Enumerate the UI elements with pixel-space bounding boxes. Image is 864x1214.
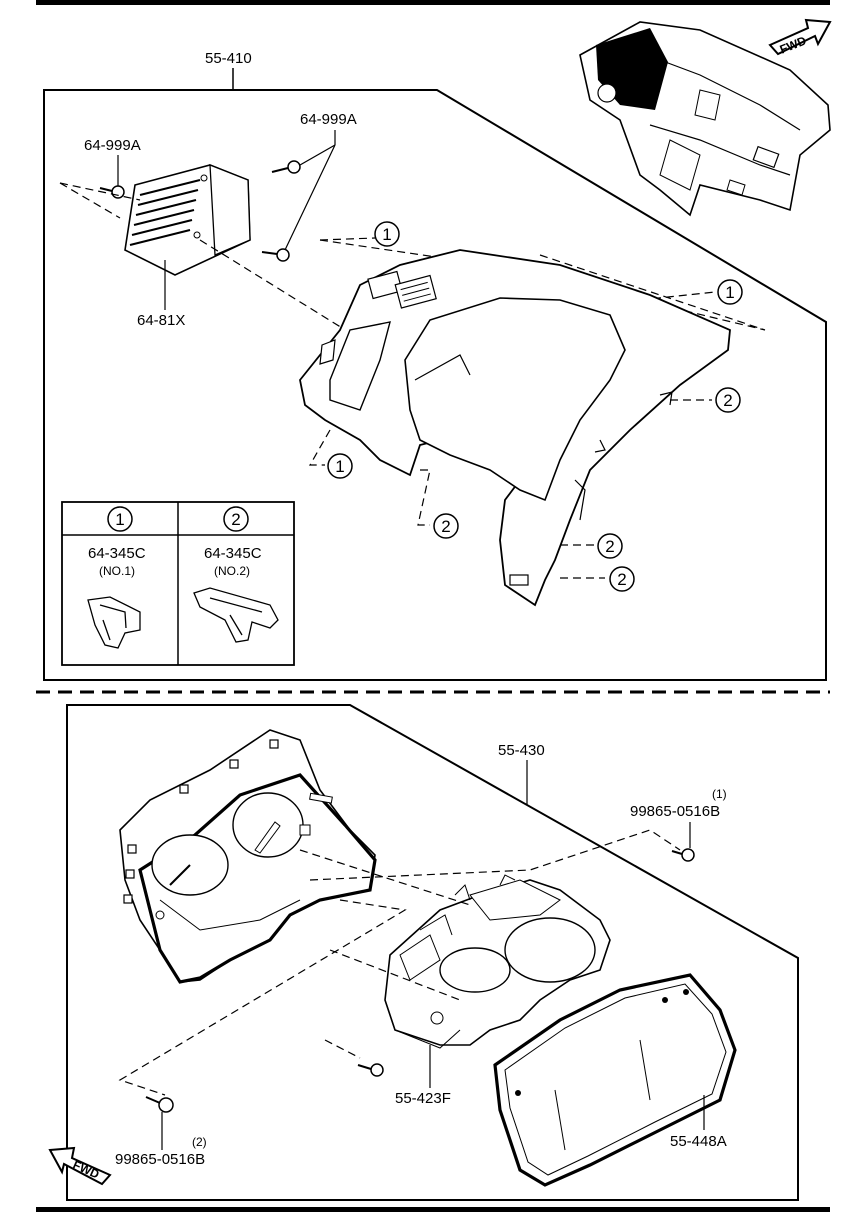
svg-text:2: 2 — [441, 517, 450, 536]
screw-icon — [261, 248, 290, 262]
meter-case — [384, 874, 611, 1049]
legend-col1-part: 64-345C — [88, 545, 146, 562]
meter-hood — [299, 249, 731, 607]
lower-assembly-label: 55-430 — [498, 742, 545, 759]
lower-section: 55-430 — [48, 704, 799, 1201]
dashboard-thumbnail — [579, 21, 831, 217]
meter-lens — [493, 973, 737, 1187]
lower-frame — [66, 704, 799, 1201]
svg-text:1: 1 — [725, 283, 734, 302]
legend-col1-sub: (NO.1) — [99, 564, 135, 578]
guide-lines-lower — [118, 829, 681, 1096]
screw-top-label: 99865-0516B — [630, 803, 720, 820]
screw-icon — [357, 1063, 384, 1077]
bottom-border — [36, 1207, 830, 1212]
svg-text:2: 2 — [723, 391, 732, 410]
callout-badge: 2 — [433, 513, 459, 539]
callout-badge: 1 — [717, 279, 743, 305]
legend-col2-part: 64-345C — [204, 545, 262, 562]
legend-col2-num: 2 — [231, 510, 240, 529]
legend-col1-num: 1 — [115, 510, 124, 529]
svg-text:2: 2 — [605, 537, 614, 556]
svg-text:1: 1 — [335, 457, 344, 476]
fwd-arrow-bottom: FWD — [48, 1146, 112, 1186]
upper-frame — [43, 89, 827, 681]
callout-badge: 1 — [374, 221, 400, 247]
switch-panel — [124, 164, 251, 276]
upper-section: 55-410 FWD 64-999A 64-999A — [43, 18, 832, 681]
clip-no2-icon — [193, 587, 279, 643]
fwd-arrow-top: FWD — [768, 18, 832, 57]
callout-badge: 2 — [715, 387, 741, 413]
callout-badge: 1 — [327, 453, 353, 479]
screw-icon — [271, 160, 301, 174]
upper-assembly-label: 55-410 — [205, 50, 252, 67]
svg-text:FWD: FWD — [71, 1158, 102, 1182]
clip-no1-icon — [87, 596, 141, 649]
top-border — [36, 0, 830, 5]
svg-text:1: 1 — [382, 225, 391, 244]
callout-badge: 2 — [597, 533, 623, 559]
screw-right-label: 64-999A — [300, 111, 357, 128]
screw-icon — [671, 848, 695, 862]
screw-left-label: 64-999A — [84, 137, 141, 154]
screw-icon — [145, 1096, 174, 1113]
svg-text:2: 2 — [617, 570, 626, 589]
gauge-cluster — [119, 729, 377, 984]
case-label: 55-423F — [395, 1090, 451, 1107]
screw-bottom-label: 99865-0516B — [115, 1151, 205, 1168]
screw-bottom-qty: (2) — [192, 1135, 207, 1149]
legend-col2-sub: (NO.2) — [214, 564, 250, 578]
clip-legend-table: 1 2 64-345C (NO.1) 64-345C (NO.2) — [61, 501, 295, 666]
callout-badge: 2 — [609, 566, 635, 592]
switch-label: 64-81X — [137, 312, 185, 329]
lens-label: 55-448A — [670, 1133, 727, 1150]
screw-top-qty: (1) — [712, 787, 727, 801]
svg-text:FWD: FWD — [778, 33, 809, 56]
